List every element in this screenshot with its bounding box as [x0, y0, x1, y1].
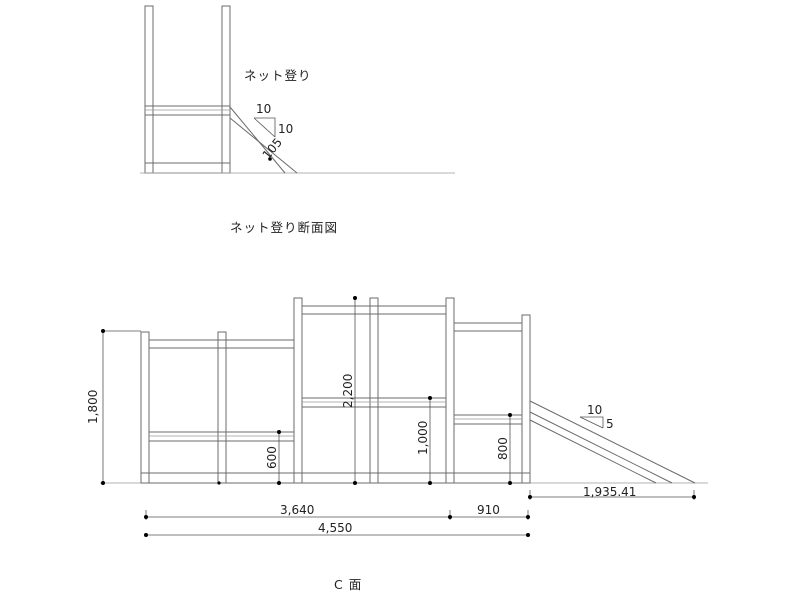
post-5	[445, 297, 455, 484]
slide-upper-line	[529, 400, 696, 484]
top-rail-left	[148, 339, 295, 349]
c-elevation	[100, 296, 708, 537]
width-slide-label: 1,935.41	[583, 485, 636, 499]
upper-beam	[144, 105, 231, 116]
height-middle-deck-label: 1,000	[416, 421, 430, 455]
post-1	[140, 331, 150, 484]
slope-triangle	[254, 117, 276, 137]
slide-lower-line	[529, 419, 657, 484]
height-left-deck-label: 600	[265, 446, 279, 469]
net-climb-label: ネット登り	[244, 68, 312, 83]
post-3	[293, 297, 303, 484]
deck-right	[453, 414, 523, 425]
width-main-label: 3,640	[280, 503, 314, 517]
net-climb-section	[140, 5, 455, 174]
section-caption: ネット登り断面図	[230, 220, 338, 235]
post-2	[217, 331, 227, 484]
width-total-label: 4,550	[318, 521, 352, 535]
post-6	[521, 314, 531, 484]
top-rail-right	[453, 322, 523, 332]
slide-middle-line	[529, 411, 673, 484]
lower-beam	[144, 162, 231, 174]
left-post	[144, 5, 154, 174]
slope-run-label: 10	[256, 102, 271, 116]
width-right-bay-label: 910	[477, 503, 500, 517]
height-tower-label: 2,200	[341, 374, 355, 408]
height-right-deck-label: 800	[496, 437, 510, 460]
slide-slope-triangle	[580, 416, 604, 428]
slide-slope-run-label: 10	[587, 403, 602, 417]
post-4	[369, 297, 379, 484]
ramp-line-lower	[229, 117, 298, 174]
dimension-dot	[268, 157, 272, 161]
right-post	[221, 5, 231, 174]
member-size-label: 105	[260, 135, 285, 162]
height-overall-label: 1,800	[86, 390, 100, 424]
elevation-caption: C 面	[334, 577, 362, 592]
slope-rise-label: 10	[278, 122, 293, 136]
deck-tower	[301, 397, 447, 408]
slide-slope-rise-label: 5	[606, 417, 614, 431]
deck-left	[148, 431, 295, 442]
top-rail-tower	[301, 305, 447, 315]
base-beam	[140, 472, 531, 484]
